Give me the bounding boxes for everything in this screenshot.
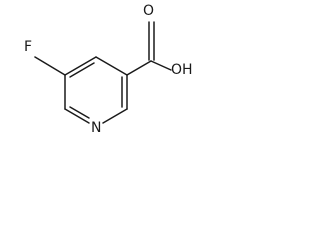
structure-canvas: F N O OH <box>0 0 198 138</box>
bond-n-c5 <box>102 108 128 124</box>
bond-carboxyl-oh <box>150 60 172 71</box>
chemical-structure-diagram: F N O OH <box>24 3 193 136</box>
carbonyl-oxygen-label: O <box>143 3 154 19</box>
bond-c6-carboxyl <box>126 60 152 76</box>
bond-c2-f <box>34 56 66 76</box>
nitrogen-label: N <box>91 120 101 136</box>
bond-c1-c2 <box>64 56 97 76</box>
bond-c3-c4 <box>64 108 90 124</box>
bond-c1-c2-double <box>69 62 95 78</box>
bond-c3-c4-double <box>69 106 90 119</box>
bond-c6-c1 <box>95 56 128 76</box>
hydroxyl-label: OH <box>171 62 193 78</box>
fluorine-label: F <box>24 39 32 55</box>
